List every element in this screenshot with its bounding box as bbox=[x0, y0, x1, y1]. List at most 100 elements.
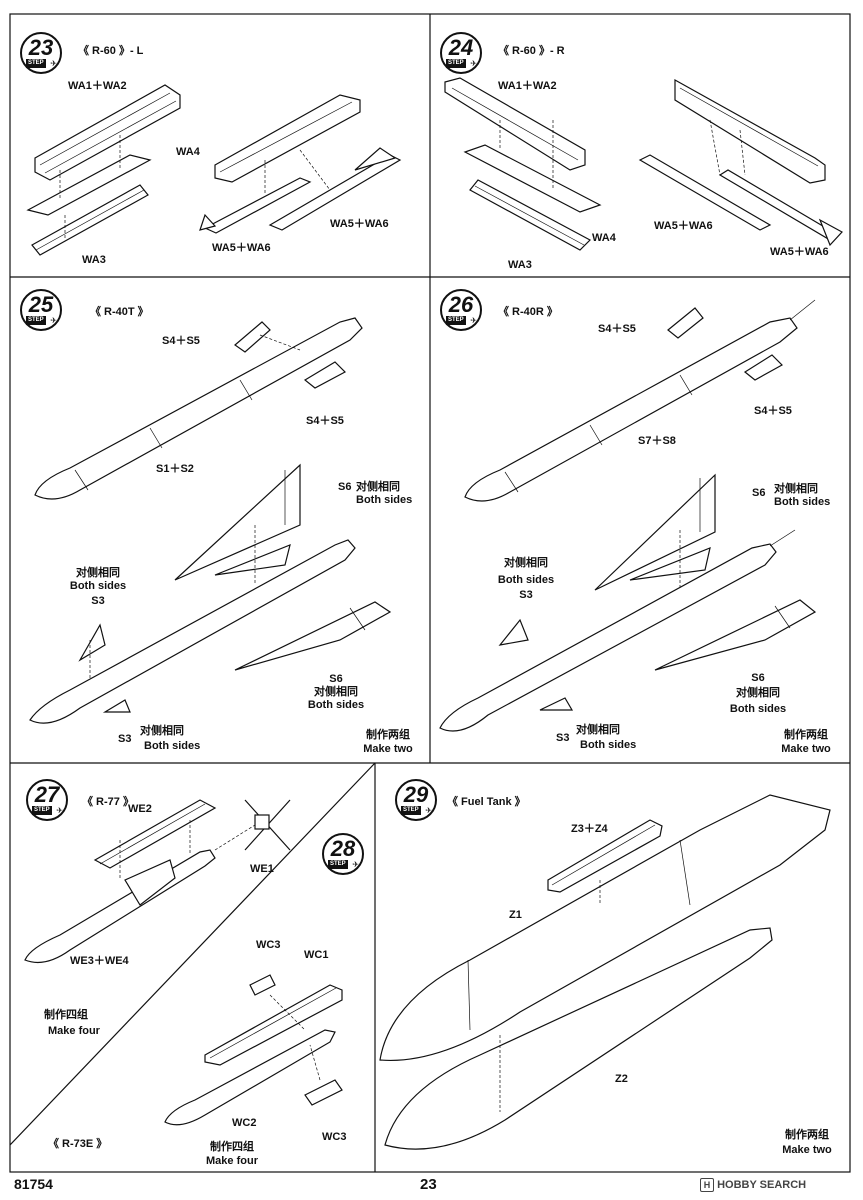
part-label-s3b: S3 bbox=[556, 732, 570, 744]
step-29-panel: 29 STEP ✈ 《 Fuel Tank 》 Z3＋Z4 Z1 Z2 制作两组… bbox=[375, 763, 850, 1172]
note-en: Both sides bbox=[497, 574, 555, 586]
page-number: 23 bbox=[420, 1176, 437, 1193]
step-number: 26 bbox=[448, 292, 474, 317]
note-cn: 对侧相同 bbox=[736, 687, 780, 699]
step-number: 29 bbox=[403, 782, 429, 807]
step-number: 27 bbox=[34, 782, 60, 807]
part-label-s3a: S3 bbox=[519, 589, 533, 601]
step-title: 《 Fuel Tank 》 bbox=[447, 796, 526, 808]
watermark: H HOBBY SEARCH bbox=[700, 1178, 806, 1192]
step-word: STEP bbox=[446, 59, 466, 68]
make-note-en: Make two bbox=[781, 743, 831, 755]
step24-drawing bbox=[444, 77, 843, 251]
step-badge: 25 STEP ✈ bbox=[20, 289, 62, 331]
panel-borders bbox=[9, 13, 851, 1173]
jet-icon: ✈ bbox=[470, 59, 477, 68]
note-cn: 对侧相同 bbox=[576, 724, 620, 736]
note-cn: 对侧相同 bbox=[504, 557, 548, 569]
kit-number: 81754 bbox=[14, 1176, 53, 1192]
step-28-panel: 28 STEP ✈ WC3 WC1 WC2 WC3 制作四组 Make four… bbox=[10, 763, 375, 1172]
make-note-cn: 制作四组 bbox=[210, 1141, 254, 1153]
step-word: STEP bbox=[328, 860, 348, 869]
step23-drawing bbox=[26, 84, 402, 256]
part-label-we34: WE3＋WE4 bbox=[70, 955, 129, 967]
step-27-panel: 27 STEP ✈ 《 R-77 》 WE2 WE1 WE3＋WE4 制作四组 … bbox=[10, 763, 375, 1172]
note-en: Both sides bbox=[307, 699, 365, 711]
jet-icon: ✈ bbox=[425, 806, 432, 815]
part-label-s3b: S3 bbox=[118, 733, 132, 745]
make-note-cn: 制作四组 bbox=[44, 1009, 88, 1021]
part-label-wa4: WA4 bbox=[176, 146, 200, 158]
step-number: 25 bbox=[28, 292, 54, 317]
watermark-logo-icon: H bbox=[700, 1178, 714, 1192]
jet-icon: ✈ bbox=[56, 806, 63, 815]
step-number: 28 bbox=[330, 836, 356, 861]
step-badge: 29 STEP ✈ bbox=[395, 779, 437, 821]
make-note-en: Make four bbox=[48, 1025, 100, 1037]
make-note-cn: 制作两组 bbox=[784, 729, 828, 741]
step-title: 《 R-40T 》 bbox=[90, 306, 149, 318]
step29-drawing bbox=[379, 794, 831, 1150]
part-label-s6a: S6 bbox=[338, 481, 352, 493]
make-note-en: Make two bbox=[782, 1144, 832, 1156]
part-label-wc3a: WC3 bbox=[256, 939, 281, 951]
step-number: 24 bbox=[448, 35, 474, 60]
jet-icon: ✈ bbox=[50, 316, 57, 325]
part-label-wc2: WC2 bbox=[232, 1117, 257, 1129]
make-note-en: Make four bbox=[206, 1155, 258, 1167]
step25-drawing bbox=[29, 317, 392, 724]
note-cn: 对侧相同 bbox=[314, 686, 358, 698]
part-label-wa3: WA3 bbox=[82, 254, 106, 266]
step-word: STEP bbox=[446, 316, 466, 325]
part-label-z34: Z3＋Z4 bbox=[571, 823, 608, 835]
note-cn: 对侧相同 bbox=[774, 483, 818, 495]
step26-drawing bbox=[439, 299, 817, 732]
grid-fin-part bbox=[214, 799, 291, 851]
step-title: 《 R-60 》- R bbox=[498, 45, 565, 57]
note-cn: 对侧相同 bbox=[356, 481, 400, 493]
note-en: Both sides bbox=[144, 740, 201, 752]
step-word: STEP bbox=[32, 806, 52, 815]
part-label-z2: Z2 bbox=[615, 1073, 628, 1085]
step-title: 《 R-60 》- L bbox=[78, 45, 144, 57]
part-label-s12: S1＋S2 bbox=[156, 463, 194, 475]
part-label-wa3: WA3 bbox=[508, 259, 532, 271]
watermark-text: HOBBY SEARCH bbox=[717, 1179, 807, 1191]
step-word: STEP bbox=[26, 316, 46, 325]
step-word: STEP bbox=[26, 59, 46, 68]
make-note-cn: 制作两组 bbox=[366, 729, 410, 741]
step-title: 《 R-77 》 bbox=[82, 796, 134, 808]
part-label-we2: WE2 bbox=[128, 803, 152, 815]
step-badge: 28 STEP ✈ bbox=[322, 833, 364, 875]
step-badge: 26 STEP ✈ bbox=[440, 289, 482, 331]
note-cn: 对侧相同 bbox=[76, 567, 120, 579]
part-label-s45b: S4＋S5 bbox=[754, 405, 792, 417]
part-label-s3a: S3 bbox=[91, 595, 105, 607]
note-en: Both sides bbox=[356, 494, 413, 506]
part-label-wa12: WA1＋WA2 bbox=[68, 80, 127, 92]
step-word: STEP bbox=[401, 806, 421, 815]
step-24-panel: 24 STEP ✈ 《 R-60 》- R WA1＋WA2 WA4 WA3 WA… bbox=[430, 14, 850, 277]
part-label-we1: WE1 bbox=[250, 863, 274, 875]
step-badge: 27 STEP ✈ bbox=[26, 779, 68, 821]
part-label-wa56b: WA5＋WA6 bbox=[330, 218, 389, 230]
step-badge: 24 STEP ✈ bbox=[440, 32, 482, 74]
step-title: 《 R-73E 》 bbox=[48, 1138, 108, 1150]
note-en: Both sides bbox=[774, 496, 831, 508]
jet-icon: ✈ bbox=[470, 316, 477, 325]
part-label-wa12: WA1＋WA2 bbox=[498, 80, 557, 92]
part-label-s45b: S4＋S5 bbox=[306, 415, 344, 427]
part-label-wa56a: WA5＋WA6 bbox=[212, 242, 271, 254]
step-badge: 23 STEP ✈ bbox=[20, 32, 62, 74]
part-label-s45a: S4＋S5 bbox=[598, 323, 636, 335]
step28-drawing bbox=[164, 974, 343, 1126]
make-note-cn: 制作两组 bbox=[785, 1129, 829, 1141]
note-en: Both sides bbox=[729, 703, 787, 715]
part-label-wa56a: WA5＋WA6 bbox=[654, 220, 713, 232]
part-label-s78: S7＋S8 bbox=[638, 435, 676, 447]
step-26-panel: 26 STEP ✈ 《 R-40R 》 S4＋S5 S4＋S5 S7＋S8 S6… bbox=[430, 277, 850, 763]
note-cn: 对侧相同 bbox=[140, 725, 184, 737]
note-en: Both sides bbox=[580, 739, 637, 751]
